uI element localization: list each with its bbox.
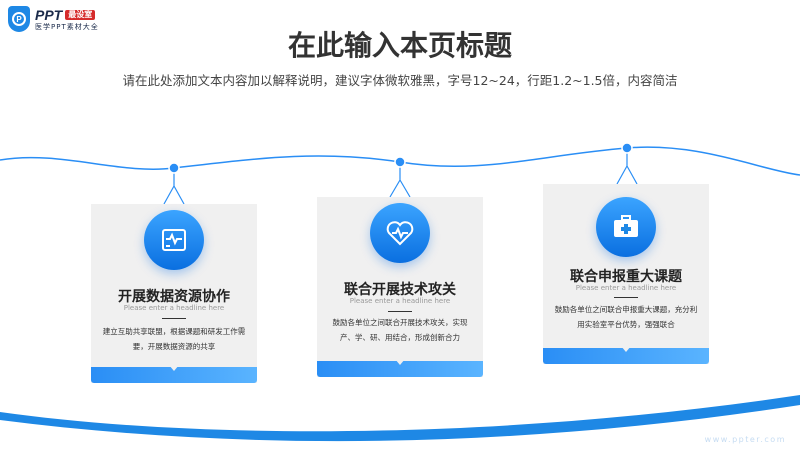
card-footer-bar — [543, 348, 709, 364]
brand-tagline: 医学PPT素材大全 — [35, 22, 99, 31]
card-joint-application: 联合申报重大课题 Please enter a headline here 鼓励… — [543, 184, 709, 364]
page-title: 在此输入本页标题 — [287, 29, 512, 62]
card-tech-research: 联合开展技术攻关 Please enter a headline here 鼓励… — [317, 197, 483, 377]
card-body: 建立互助共享联盟，根据课题和研发工作需要，开展数据资源的共享 — [102, 327, 246, 351]
page-subtitle: 请在此处添加文本内容加以解释说明，建议字体微软雅黑，字号12~24，行距1.2~… — [122, 73, 678, 88]
monitor-chart-icon — [144, 210, 204, 270]
pins — [168, 142, 633, 174]
divider — [162, 318, 186, 319]
card-subtitle: Please enter a headline here — [349, 297, 451, 305]
divider — [388, 311, 412, 312]
medical-kit-icon — [596, 197, 656, 257]
divider — [614, 297, 638, 298]
brand-name: PPT — [35, 6, 63, 23]
card-data-collaboration: 开展数据资源协作 Please enter a headline here 建立… — [91, 204, 257, 383]
brand-tag: 最设室 — [65, 9, 96, 20]
card-subtitle: Please enter a headline here — [123, 304, 225, 312]
card-title: 开展数据资源协作 — [118, 289, 230, 305]
card-body: 鼓励各单位之间联合开展技术攻关，实现产、学、研、用结合，形成创新合力 — [332, 318, 468, 342]
card-title: 联合申报重大课题 — [570, 269, 682, 285]
card-title: 联合开展技术攻关 — [344, 282, 456, 298]
card-body: 鼓励各单位之间联合申报重大课题，充分利用实验室平台优势，强强联合 — [554, 305, 698, 329]
card-subtitle: Please enter a headline here — [575, 284, 677, 292]
footer-url: www.ppter.com — [704, 435, 786, 444]
shield-logo-icon: P — [8, 6, 30, 32]
heart-pulse-icon — [370, 203, 430, 263]
card-footer-bar — [317, 361, 483, 377]
card-footer-bar — [91, 367, 257, 383]
hangers — [163, 148, 638, 205]
